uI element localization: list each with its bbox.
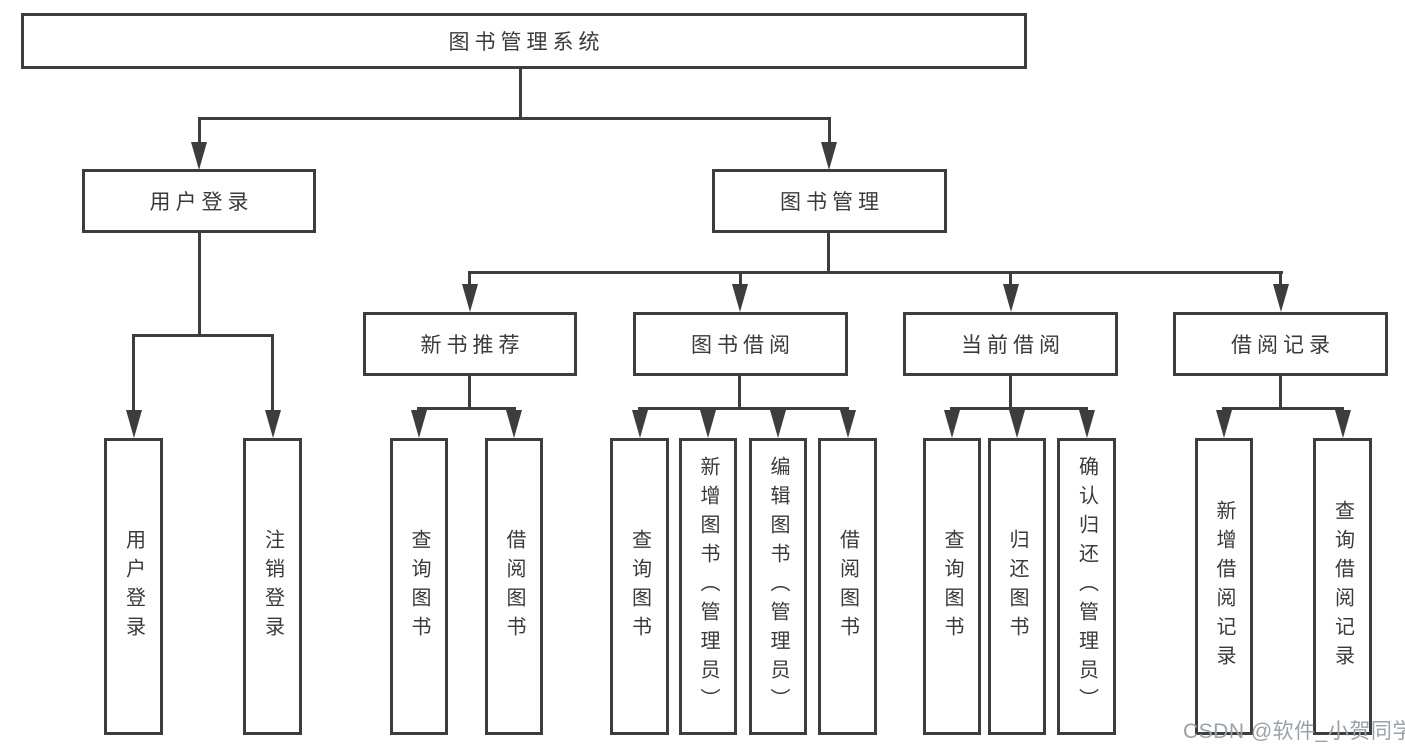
node-label: 当前借阅: [961, 334, 1065, 357]
node-label: 图书管理: [780, 191, 884, 214]
connector-shaft: [468, 271, 471, 284]
connector-shaft: [828, 117, 831, 142]
connector-borrow-stem: [738, 376, 741, 409]
node-book-management: 图书管理: [712, 169, 947, 233]
connector-new-rec-stem: [468, 376, 471, 409]
node-label: 借阅图书: [836, 528, 859, 645]
node-label: 查询图书: [628, 528, 651, 645]
arrow-down-icon: [1273, 284, 1289, 312]
node-label: 查询图书: [408, 528, 430, 645]
arrow-down-icon: [700, 410, 716, 438]
node-label: 查询借阅记录: [1331, 499, 1354, 674]
arrow-down-icon: [411, 410, 427, 438]
node-label: 新增图书（管理员）: [697, 456, 719, 717]
leaf-user-login: 用户登录: [104, 438, 163, 735]
connector-records-branch: [1223, 407, 1344, 410]
arrow-down-icon: [126, 410, 142, 438]
node-label: 图书管理系统: [448, 31, 605, 54]
node-book-borrowing: 图书借阅: [633, 312, 848, 376]
arrow-down-icon: [1003, 284, 1019, 312]
node-library-management-system: 图书管理系统: [21, 13, 1027, 69]
csdn-watermark: CSDN @软件_小贺同学: [1183, 720, 1405, 743]
arrow-down-icon: [191, 142, 207, 170]
node-label: 确认归还（管理员）: [1075, 456, 1098, 717]
node-label: 新书推荐: [420, 334, 525, 357]
arrow-down-icon: [1335, 410, 1351, 438]
leaf-return-books: 归还图书: [988, 438, 1046, 735]
connector-shaft: [776, 407, 779, 412]
leaf-search-books-borrowing: 查询图书: [610, 438, 669, 735]
arrow-down-icon: [1216, 410, 1232, 438]
node-label: 借阅图书: [503, 528, 525, 645]
connector-current-branch: [951, 407, 1088, 410]
node-new-book-recommend: 新书推荐: [363, 312, 577, 376]
connector-shaft: [739, 271, 742, 284]
node-label: 用户登录: [149, 191, 254, 214]
arrow-down-icon: [1079, 410, 1095, 438]
node-label: 图书借阅: [691, 334, 795, 357]
leaf-logout: 注销登录: [243, 438, 302, 735]
node-label: 查询图书: [941, 528, 963, 645]
connector-shaft: [950, 407, 953, 412]
connector-borrow-branch: [639, 407, 849, 410]
connector-shaft: [706, 407, 709, 412]
leaf-borrow-books: 借阅图书: [818, 438, 877, 735]
arrow-down-icon: [462, 284, 478, 312]
node-label: 编辑图书（管理员）: [767, 456, 789, 717]
arrow-down-icon: [840, 410, 856, 438]
connector-book-mgmt-stem: [827, 233, 830, 273]
connector-user-login-stem: [198, 233, 201, 336]
arrow-down-icon: [265, 410, 281, 438]
connector-current-stem: [1009, 376, 1012, 409]
connector-shaft: [512, 407, 515, 412]
connector-shaft: [132, 334, 135, 410]
connector-new-rec-branch: [418, 407, 516, 410]
node-borrowing-records: 借阅记录: [1173, 312, 1388, 376]
connector-shaft: [1085, 407, 1088, 412]
arrow-down-icon: [506, 410, 522, 438]
connector-shaft: [1009, 271, 1012, 284]
leaf-confirm-return-admin: 确认归还（管理员）: [1057, 438, 1116, 735]
arrow-down-icon: [821, 142, 837, 170]
connector-shaft: [1015, 407, 1018, 412]
arrow-down-icon: [632, 410, 648, 438]
connector-root-stem: [519, 69, 522, 118]
leaf-borrow-books-recommend: 借阅图书: [485, 438, 543, 735]
node-label: 新增借阅记录: [1213, 499, 1235, 674]
connector-records-stem: [1279, 376, 1282, 409]
arrow-down-icon: [1009, 410, 1025, 438]
connector-user-login-branch: [133, 334, 274, 337]
connector-shaft: [1279, 271, 1282, 284]
leaf-add-books-admin: 新增图书（管理员）: [679, 438, 737, 735]
arrow-down-icon: [732, 284, 748, 312]
connector-shaft: [638, 407, 641, 412]
node-label: 注销登录: [261, 528, 284, 645]
node-user-login: 用户登录: [82, 169, 316, 233]
leaf-search-books-recommend: 查询图书: [390, 438, 448, 735]
connector-book-mgmt-branch: [469, 271, 1283, 274]
arrow-down-icon: [944, 410, 960, 438]
connector-shaft: [271, 334, 274, 410]
leaf-edit-books-admin: 编辑图书（管理员）: [749, 438, 807, 735]
connector-shaft: [1341, 407, 1344, 412]
leaf-search-borrow-record: 查询借阅记录: [1313, 438, 1372, 735]
connector-shaft: [198, 117, 201, 142]
node-label: 归还图书: [1006, 528, 1028, 645]
leaf-add-borrow-record: 新增借阅记录: [1195, 438, 1253, 735]
leaf-search-books-current: 查询图书: [923, 438, 981, 735]
connector-shaft: [417, 407, 420, 412]
connector-root-branch: [198, 117, 831, 120]
connector-shaft: [1222, 407, 1225, 412]
node-label: 借阅记录: [1231, 334, 1335, 357]
connector-shaft: [846, 407, 849, 412]
arrow-down-icon: [770, 410, 786, 438]
node-label: 用户登录: [122, 528, 145, 645]
node-current-borrowing: 当前借阅: [903, 312, 1118, 376]
